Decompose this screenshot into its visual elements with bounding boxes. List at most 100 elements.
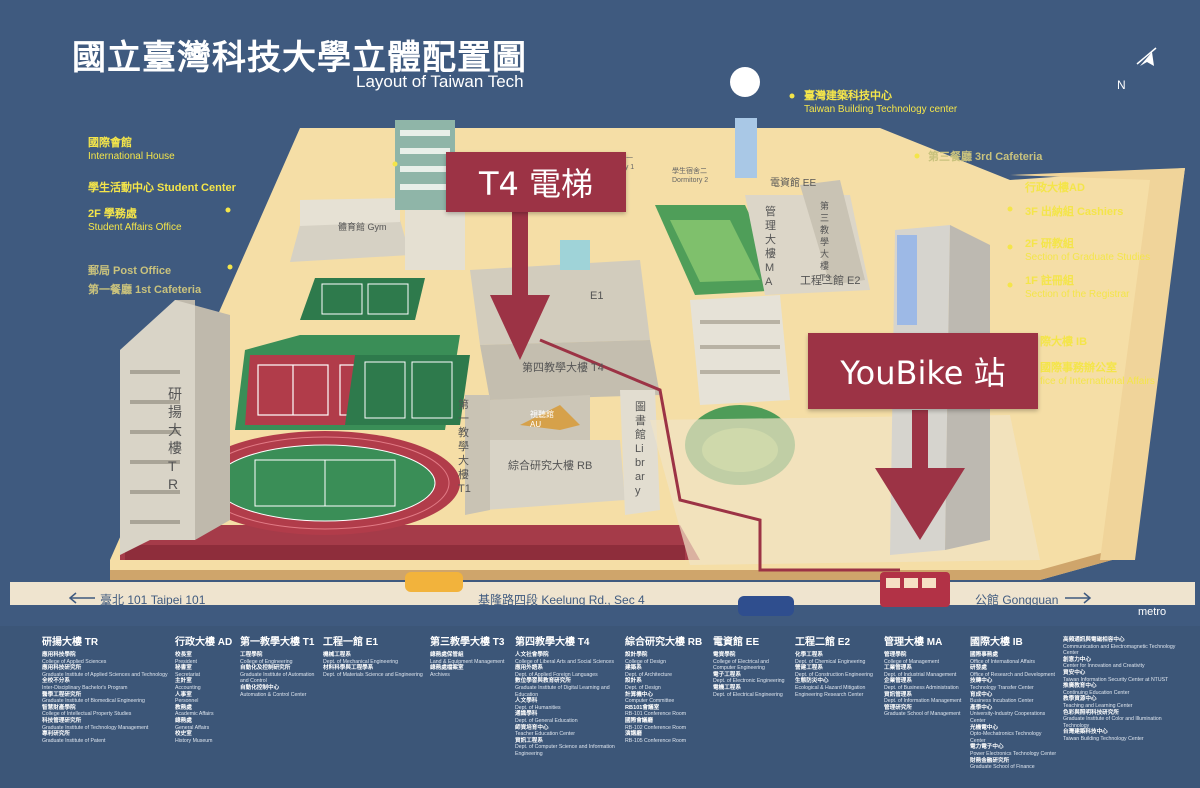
legend-item: Opto-Mechatronics Technology Center bbox=[970, 731, 1042, 744]
legend-item: Dept. of Business Administration bbox=[884, 684, 959, 691]
label-gongguan: 公館 Gongguan bbox=[975, 593, 1059, 607]
legend-item: 管理研究所 bbox=[884, 704, 912, 711]
legend-item: Dept. of Construction Engineering bbox=[795, 671, 873, 678]
legend-item: Graduate Institute of Color and Illumina… bbox=[1063, 716, 1162, 729]
legend-heading: 行政大樓 AD bbox=[175, 637, 233, 648]
legend-item: College of Engineering bbox=[240, 658, 293, 665]
legend-item: 創意力中心 bbox=[1063, 656, 1091, 663]
legend-item: RB-101 Conference Room bbox=[625, 711, 687, 718]
label-tr: 研揚大樓 TR bbox=[168, 386, 182, 492]
legend-item: Graduate Institute of Technology Managem… bbox=[42, 724, 149, 731]
legend-heading: 管理大樓 MA bbox=[884, 637, 943, 648]
label-au: 視聽館 AU bbox=[530, 410, 554, 429]
legend-item: 師資培育中心 bbox=[515, 724, 549, 731]
legend-item: 設計系 bbox=[625, 678, 642, 685]
legend-item: Accounting bbox=[175, 684, 201, 691]
legend-item: Dept. of Design bbox=[625, 684, 661, 691]
legend-item: Graduate Institute of Applied Sciences a… bbox=[42, 671, 168, 678]
legend-item: Dept. of Mechanical Engineering bbox=[323, 658, 398, 665]
legend-item: 智慧財產學院 bbox=[42, 704, 76, 711]
legend-item: Dept. of Electrical Engineering bbox=[713, 691, 783, 698]
legend-item: 電資學院 bbox=[713, 652, 736, 658]
legend-item: 機械工程系 bbox=[323, 652, 351, 658]
legend-item: Secretariat bbox=[175, 671, 201, 678]
legend-item: 人文社會學院 bbox=[515, 652, 549, 658]
banner-t4-elevator: T4 電梯 bbox=[446, 152, 626, 212]
building-legend bbox=[0, 626, 1200, 788]
legend-item: College of Applied Sciences bbox=[42, 658, 107, 665]
banner-youbike-station: YouBike 站 bbox=[808, 333, 1038, 409]
legend-item: 總務處檔案室 bbox=[430, 665, 464, 672]
label-metro: metro bbox=[1138, 606, 1167, 618]
label-dorm2: 學生宿舍二 Dormitory 2 bbox=[672, 168, 709, 184]
legend-item: RB-105 Conference Room bbox=[625, 737, 687, 744]
legend-item: 數位學習與教育研究所 bbox=[515, 678, 571, 685]
legend-item: 通識學科 bbox=[515, 711, 538, 718]
campus-map bbox=[10, 47, 1195, 616]
legend-item: 設計學院 bbox=[625, 652, 648, 658]
label-admin-building: 行政大樓AD bbox=[1025, 182, 1085, 194]
legend-item: 育成中心 bbox=[970, 691, 993, 698]
legend-item: Graduate School of Finance bbox=[970, 764, 1035, 771]
legend-item: Dept. of Architecture bbox=[625, 671, 672, 678]
legend-item: Graduate School of Management bbox=[884, 711, 961, 718]
legend-heading: 第三教學大樓 T3 bbox=[430, 637, 505, 648]
label-e2: 工程二館 E2 bbox=[800, 275, 861, 287]
legend-item: Business Incubation Center bbox=[970, 698, 1034, 705]
legend-heading: 國際大樓 IB bbox=[970, 637, 1023, 648]
label-ma: 管理大樓 MA bbox=[765, 206, 776, 288]
legend-item: 人事室 bbox=[175, 691, 192, 698]
legend-item: 自動化及控制研究所 bbox=[240, 665, 291, 672]
legend-item: 研發處 bbox=[970, 665, 987, 672]
legend-item: 台灣建築科技中心 bbox=[1063, 729, 1108, 736]
legend-item: 演講廳 bbox=[625, 731, 642, 738]
label-t3: 第三教學大樓 T3 bbox=[820, 201, 831, 283]
legend-item: Teacher Education Center bbox=[515, 731, 575, 738]
legend-item: Dept. of Computer Science and Informatio… bbox=[515, 744, 615, 757]
legend-item: 工程學院 bbox=[240, 652, 263, 658]
legend-item: Dept. of Electronic Engineering bbox=[713, 678, 785, 685]
compass-north-label: N bbox=[1117, 78, 1126, 92]
legend-item: 專利研究所 bbox=[42, 731, 70, 738]
legend-item: Dept. of General Education bbox=[515, 717, 578, 724]
legend-item: College of Intellectual Property Studies bbox=[42, 711, 132, 718]
legend-item: 教務處 bbox=[175, 704, 192, 711]
label-3rd-cafeteria: 第三餐廳 3rd Cafeteria bbox=[928, 151, 1043, 163]
legend-item: 產學中心 bbox=[970, 704, 993, 711]
legend-item: Graduate Institute of Automation and Con… bbox=[240, 671, 315, 685]
legend-item: 財務金融研究所 bbox=[970, 757, 1010, 764]
legend-item: Automation & Control Center bbox=[240, 691, 307, 698]
legend-item: RB-102 Conference Room bbox=[625, 724, 687, 731]
legend-item: 電子工程系 bbox=[713, 671, 741, 678]
legend-item: 秘書室 bbox=[175, 665, 192, 672]
legend-item: Land & Equipment Management bbox=[430, 658, 505, 665]
legend-item: Graduate Institute of Patent bbox=[42, 737, 106, 744]
legend-item: 電力電子中心 bbox=[970, 744, 1004, 751]
label-t1: 第一教學大樓 T1 bbox=[458, 399, 471, 495]
legend-item: 總務處保管組 bbox=[430, 652, 464, 658]
legend-item: Dept. of Industrial Management bbox=[884, 671, 957, 678]
legend-item: 推廣教育中心 bbox=[1063, 683, 1097, 690]
label-t4: 第四教學大樓 T4 bbox=[522, 362, 604, 374]
legend-item: 生態防災中心 bbox=[795, 678, 829, 685]
legend-item: 色彩與照明科技研究所 bbox=[1063, 709, 1119, 716]
map-title: 國立臺灣科技大學立體配置圖 bbox=[72, 38, 527, 78]
legend-item: College of Design bbox=[625, 658, 666, 665]
legend-heading: 電資館 EE bbox=[713, 637, 760, 648]
legend-item: 資安中心 bbox=[1063, 669, 1086, 676]
label-gym: 體育館 Gym bbox=[338, 222, 387, 232]
legend-item: 技轉中心 bbox=[970, 678, 993, 685]
